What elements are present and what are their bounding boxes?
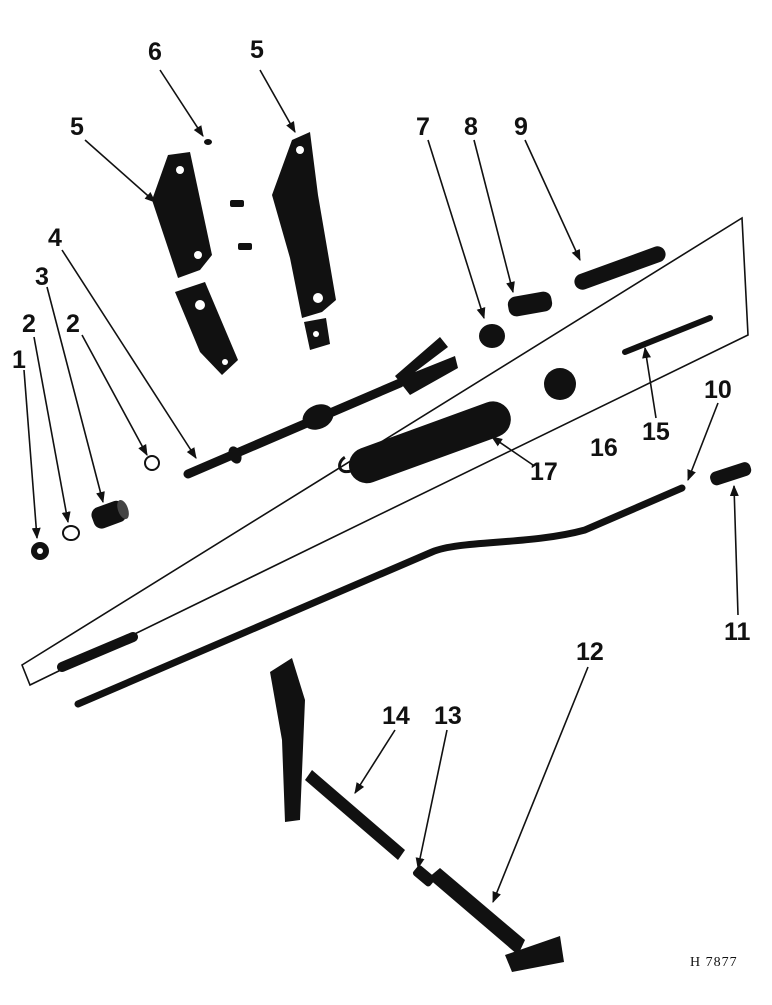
- callout-2: 2: [66, 310, 80, 338]
- callout-4: 4: [48, 224, 62, 252]
- leader-lines: [23, 69, 739, 904]
- part-pedal-arm: [428, 868, 564, 972]
- part-spacer: [230, 200, 244, 207]
- part-small-link: [412, 865, 436, 887]
- callout-9: 9: [514, 113, 528, 141]
- callout-5: 5: [70, 113, 84, 141]
- callout-6: 6: [148, 38, 162, 66]
- part-bushing: [91, 499, 129, 529]
- callout-15: 15: [642, 418, 670, 446]
- part-ball: [544, 368, 576, 400]
- part-washer: [62, 525, 80, 541]
- callout-3: 3: [35, 263, 49, 291]
- part-washer: [144, 455, 160, 471]
- callout-5: 5: [250, 36, 264, 64]
- part-long-pin: [622, 315, 713, 355]
- part-plug: [479, 324, 505, 348]
- callout-14: 14: [382, 702, 410, 730]
- part-linkage-rod: [74, 484, 686, 708]
- callout-17: 17: [530, 458, 558, 486]
- callout-10: 10: [704, 376, 732, 404]
- callout-7: 7: [416, 113, 430, 141]
- board-outline: [21, 216, 749, 687]
- part-bolt: [507, 291, 553, 317]
- part-spring-large: [338, 401, 511, 484]
- callout-8: 8: [464, 113, 478, 141]
- callout-2: 2: [22, 310, 36, 338]
- part-bracket-left: [152, 152, 238, 375]
- part-bracket-right: [272, 132, 336, 350]
- part-spacer: [238, 243, 252, 250]
- part-spring-small: [574, 246, 666, 290]
- callout-13: 13: [434, 702, 462, 730]
- part-end-clip: [710, 462, 752, 486]
- part-lever: [270, 658, 405, 860]
- part-shift-rod: [183, 337, 458, 479]
- callout-16: 16: [590, 434, 618, 462]
- part-pin: [204, 139, 212, 145]
- callout-11: 11: [724, 618, 751, 646]
- figure-reference: H 7877: [690, 955, 738, 970]
- callout-12: 12: [576, 638, 604, 666]
- callout-1: 1: [12, 346, 26, 374]
